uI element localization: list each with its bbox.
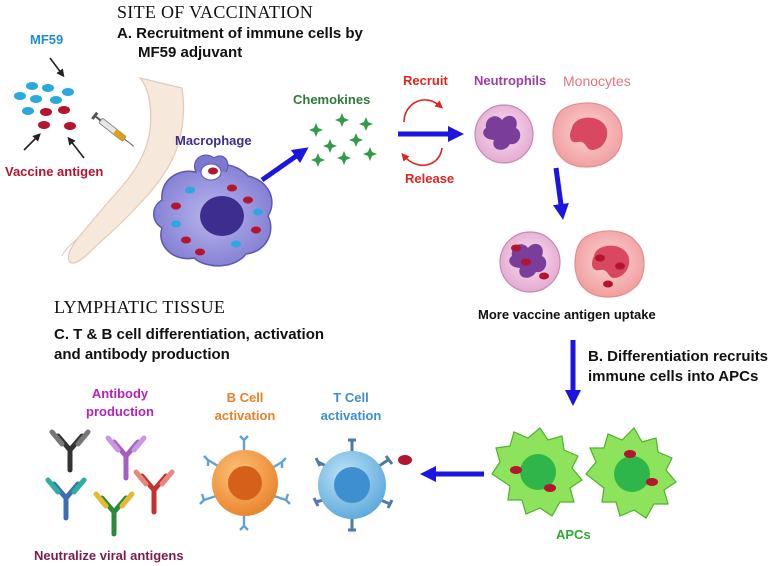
apc-cell-left [491,427,583,517]
apc-cell-right [585,427,677,519]
arrow-macrophage-to-chemokines [260,147,309,183]
t-cell [312,438,412,532]
neutrophil-with-antigen [499,231,561,293]
antibody-black [49,429,91,473]
lymph-subtitle-line2: and antibody production [54,346,230,363]
macrophage-label: Macrophage [175,133,252,148]
b-cell [199,435,291,531]
flow-arrows [260,125,582,483]
neutrophil-cell [474,104,534,164]
antibody-label-line2: production [86,404,154,419]
step-b-line2: immune cells into APCs [588,368,759,385]
site-subtitle-line2: MF59 adjuvant [138,44,243,61]
site-subtitle-line1: A. Recruitment of immune cells by [117,25,363,42]
antibody-purple [105,435,147,481]
antibody-group [45,429,175,537]
uptake-label: More vaccine antigen uptake [478,307,656,322]
bcell-label-line1: B Cell [226,390,264,405]
chemokines-label: Chemokines [293,92,371,107]
antibody-red [133,469,175,515]
arrow-down-to-uptake [552,167,569,220]
apcs-label: APCs [556,527,591,542]
chemokine-stars [309,113,377,167]
monocyte-cell [552,102,623,168]
arm-illustration [61,76,185,264]
antibody-label-line1: Antibody [91,386,149,401]
site-title: SITE OF VACCINATION [117,2,314,22]
neutrophils-label: Neutrophils [474,73,547,88]
vaccine-antigen-particles [38,106,76,130]
step-b-line1: B. Differentiation recruits [588,348,769,365]
release-label: Release [405,171,455,186]
monocyte-with-antigen [574,230,645,298]
recruit-release-arrows [401,99,444,167]
recruit-label: Recruit [403,73,448,88]
tcell-label-line2: activation [320,408,382,423]
monocytes-label: Monocytes [563,73,631,89]
mf59-droplets [14,82,74,115]
tcell-label-line1: T Cell [333,390,369,405]
neutralize-label: Neutralize viral antigens [34,548,184,563]
macrophage-cell [153,154,273,267]
vaccine-antigen-label: Vaccine antigen [5,164,104,179]
antibody-blue [45,477,87,521]
mf59-label: MF59 [30,32,64,47]
syringe-icon [91,111,135,147]
bcell-label-line2: activation [214,408,276,423]
lymph-subtitle-line1: C. T & B cell differentiation, activatio… [54,326,325,343]
antibody-green [93,491,135,537]
pointer-arrows [23,57,85,159]
lymph-title: LYMPHATIC TISSUE [54,297,226,317]
